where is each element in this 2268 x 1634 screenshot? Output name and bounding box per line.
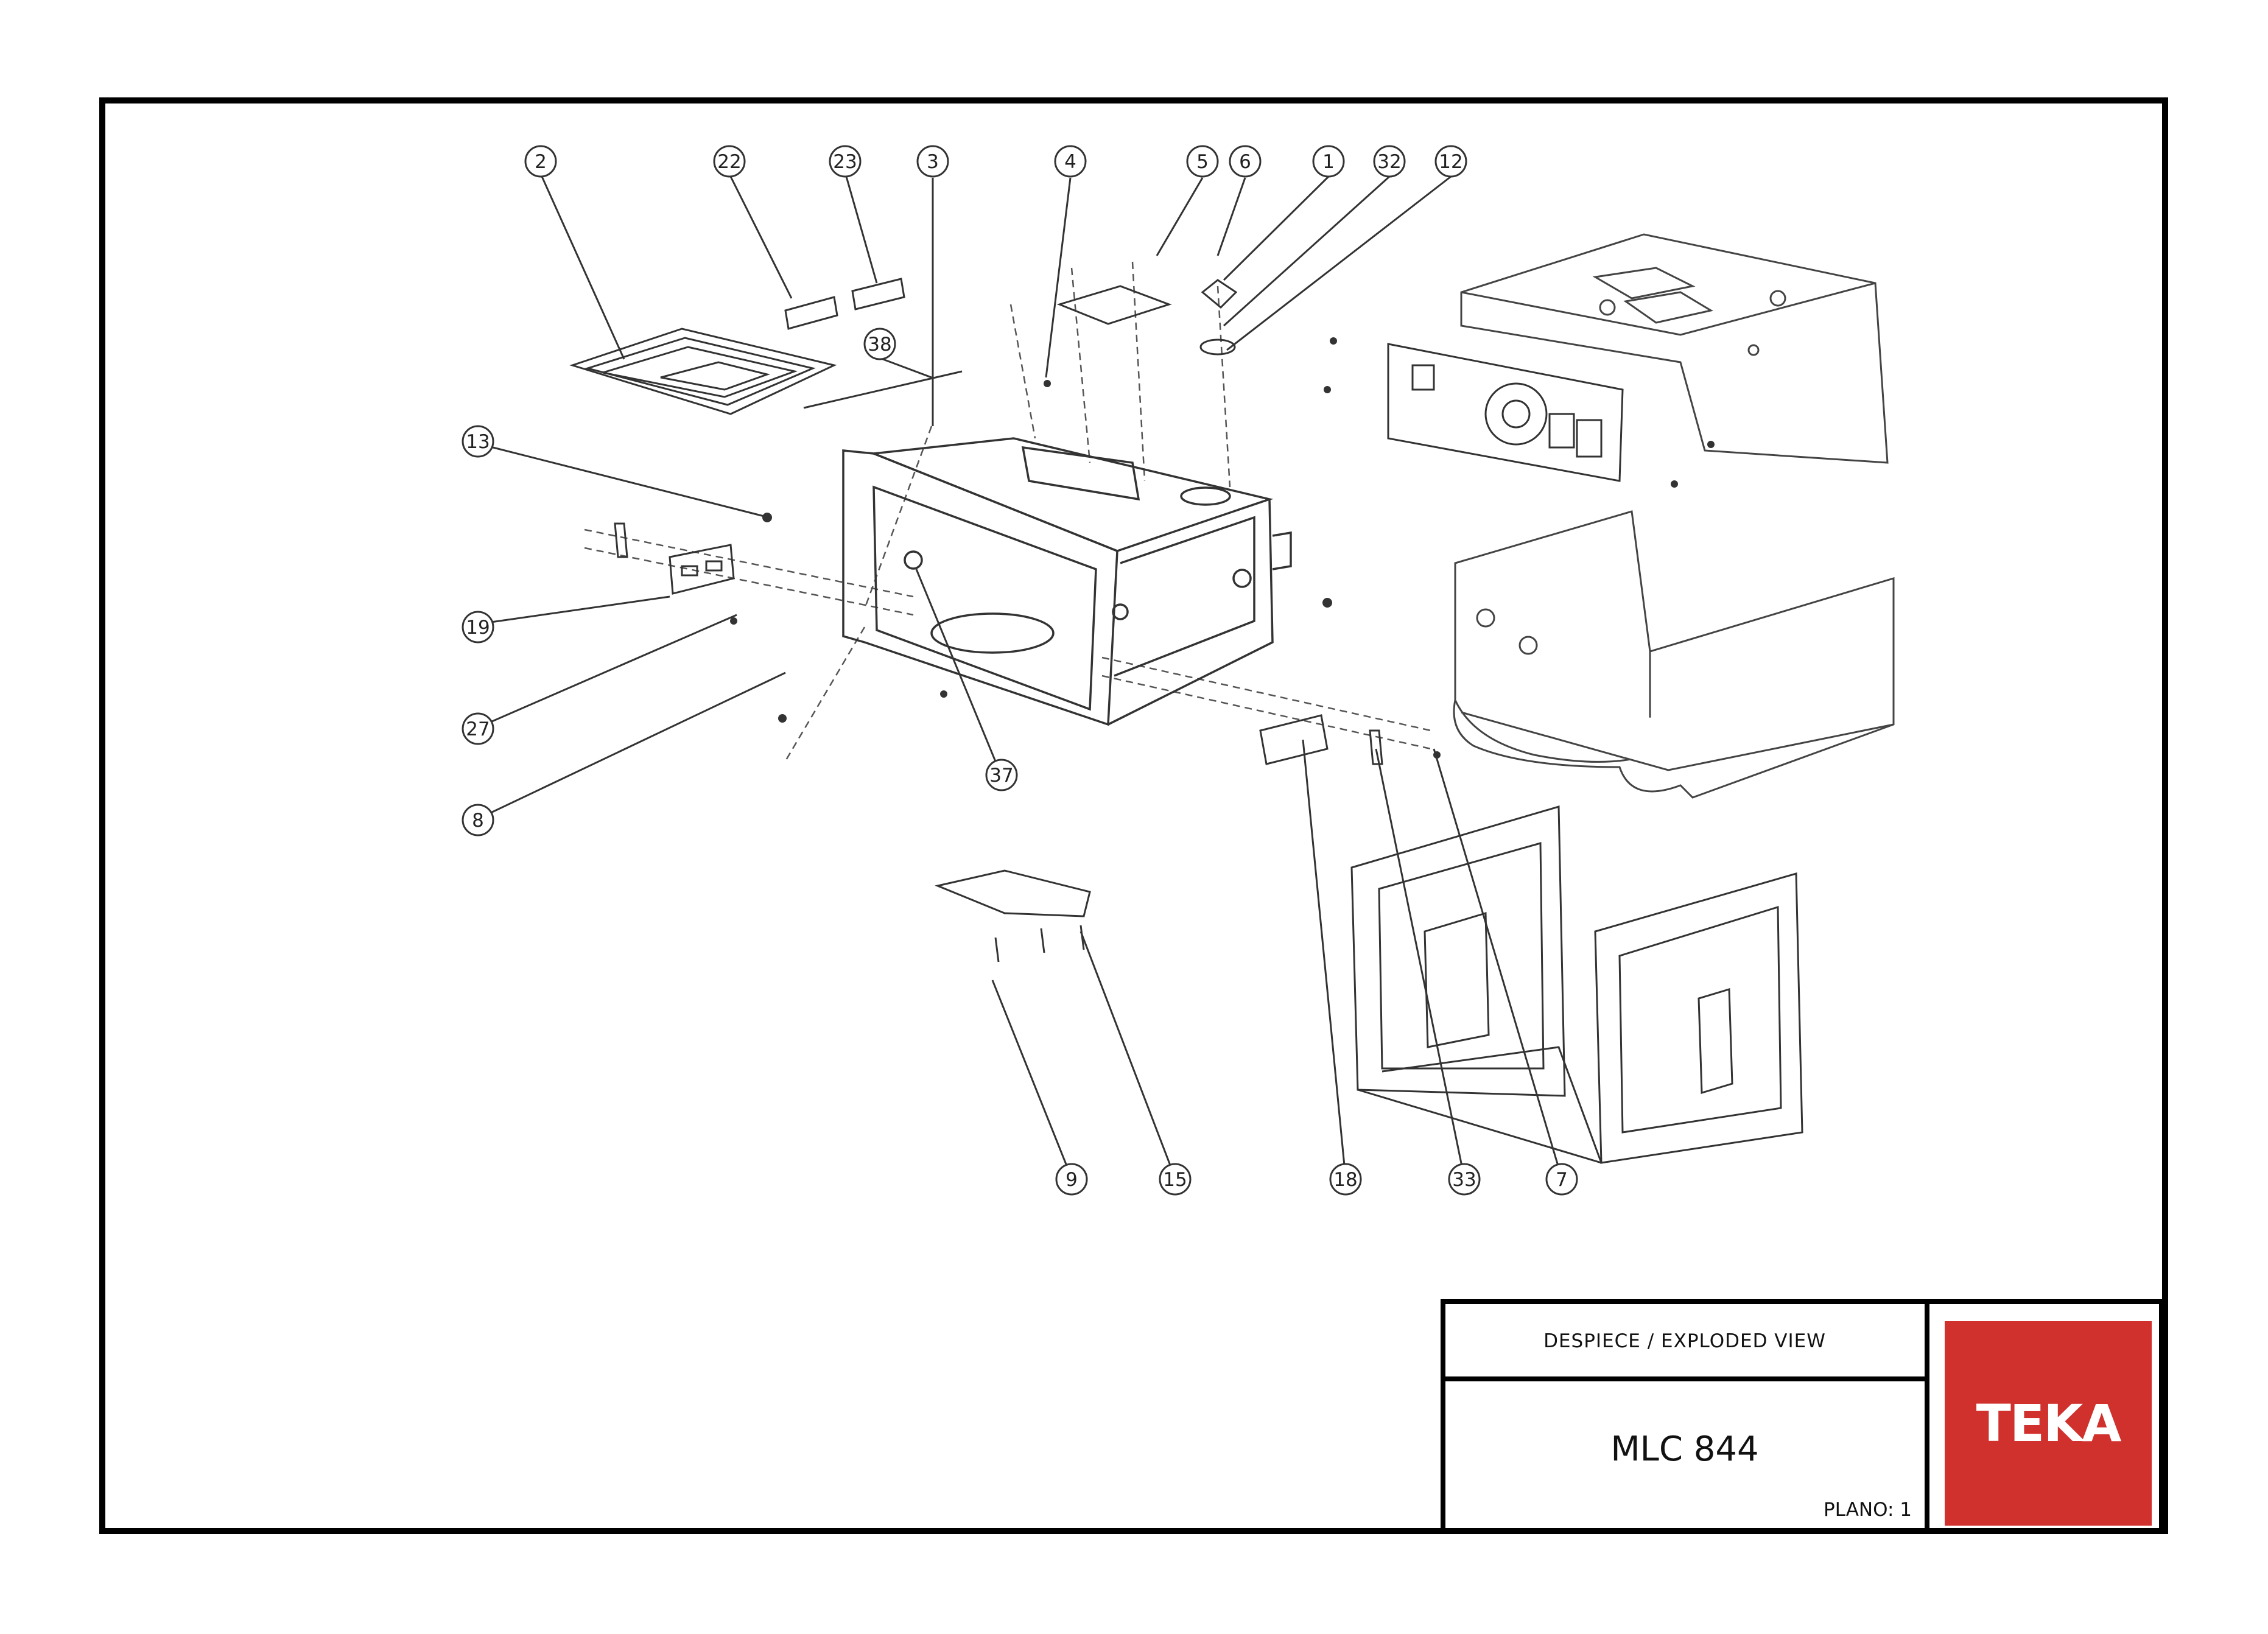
callout-label: 12 [1439, 151, 1462, 173]
callout-label: 23 [833, 151, 857, 173]
callout-label: 7 [1556, 1169, 1568, 1191]
callout-23: 23 [829, 145, 862, 178]
callout-4: 4 [1054, 145, 1087, 178]
model-number: MLC 844 [1610, 1429, 1759, 1469]
callout-38: 38 [863, 328, 896, 360]
callout-label: 2 [535, 151, 547, 173]
callout-27: 27 [462, 712, 494, 745]
outer-casing-top [1460, 233, 1889, 464]
callout-circle [1159, 1163, 1192, 1196]
callout-6: 6 [1229, 145, 1262, 178]
callout-label: 6 [1239, 151, 1251, 173]
callout-9: 9 [1055, 1163, 1088, 1196]
bottom-plate [935, 869, 1091, 963]
callout-2: 2 [524, 145, 557, 178]
callout-circle [1329, 1163, 1362, 1196]
callout-circle [1186, 145, 1219, 178]
callout-circle [1312, 145, 1345, 178]
callout-12: 12 [1434, 145, 1467, 178]
callout-label: 22 [717, 151, 741, 173]
callout-circle [1373, 145, 1406, 178]
callout-circle [462, 712, 494, 745]
callout-label: 18 [1333, 1169, 1357, 1191]
drawing-frame [99, 97, 2168, 1534]
callout-label: 19 [466, 617, 490, 639]
teka-logo: TEKA [1945, 1321, 2152, 1526]
callout-22: 22 [713, 145, 746, 178]
callout-13: 13 [462, 425, 494, 458]
callout-circle [985, 759, 1018, 791]
left-hinge-bracket [614, 522, 735, 595]
callout-circle [1545, 1163, 1578, 1196]
callout-label: 3 [927, 151, 939, 173]
callout-circle [1229, 145, 1262, 178]
callout-circle [829, 145, 862, 178]
callout-label: 4 [1064, 151, 1076, 173]
callout-label: 5 [1196, 151, 1209, 173]
callout-19: 19 [462, 611, 494, 643]
assembly-lines [584, 261, 1431, 762]
callout-label: 15 [1163, 1169, 1187, 1191]
callout-circle [1054, 145, 1087, 178]
callout-circle [462, 611, 494, 643]
callout-label: 1 [1322, 151, 1335, 173]
back-panel [1387, 343, 1624, 482]
logo-text: TEKA [1976, 1394, 2122, 1453]
callout-label: 33 [1452, 1169, 1476, 1191]
callout-15: 15 [1159, 1163, 1192, 1196]
callout-7: 7 [1545, 1163, 1578, 1196]
callout-circle [1448, 1163, 1481, 1196]
callout-circle [1434, 145, 1467, 178]
fasteners [730, 337, 1715, 759]
callout-label: 13 [466, 431, 490, 453]
callout-label: 37 [989, 765, 1013, 787]
callout-circle [524, 145, 557, 178]
callout-33: 33 [1448, 1163, 1481, 1196]
callout-label: 38 [868, 334, 891, 356]
drawing-title: DESPIECE / EXPLODED VIEW [1543, 1330, 1826, 1352]
sheet-number: PLANO: 1 [1824, 1499, 1912, 1521]
top-plate [1056, 279, 1238, 356]
outer-casing-u [1453, 510, 1895, 799]
callout-3: 3 [916, 145, 949, 178]
side-panels [1350, 805, 1803, 1164]
callout-circle [713, 145, 746, 178]
callout-37: 37 [985, 759, 1018, 791]
callout-18: 18 [1329, 1163, 1362, 1196]
callout-label: 9 [1066, 1169, 1078, 1191]
right-hinge-bracket [1259, 714, 1383, 765]
grill-element [569, 328, 963, 415]
callout-label: 8 [472, 810, 484, 832]
callout-5: 5 [1186, 145, 1219, 178]
callout-32: 32 [1373, 145, 1406, 178]
leader-lines [477, 175, 1563, 1179]
callout-label: 32 [1377, 151, 1401, 173]
callout-1: 1 [1312, 145, 1345, 178]
callout-circle [462, 804, 494, 836]
callout-8: 8 [462, 804, 494, 836]
callout-circle [916, 145, 949, 178]
callout-circle [462, 425, 494, 458]
callout-circle [863, 328, 896, 360]
callout-circle [1055, 1163, 1088, 1196]
oven-cavity [842, 437, 1292, 726]
callout-label: 27 [466, 718, 490, 740]
terminal-brackets [784, 278, 905, 330]
